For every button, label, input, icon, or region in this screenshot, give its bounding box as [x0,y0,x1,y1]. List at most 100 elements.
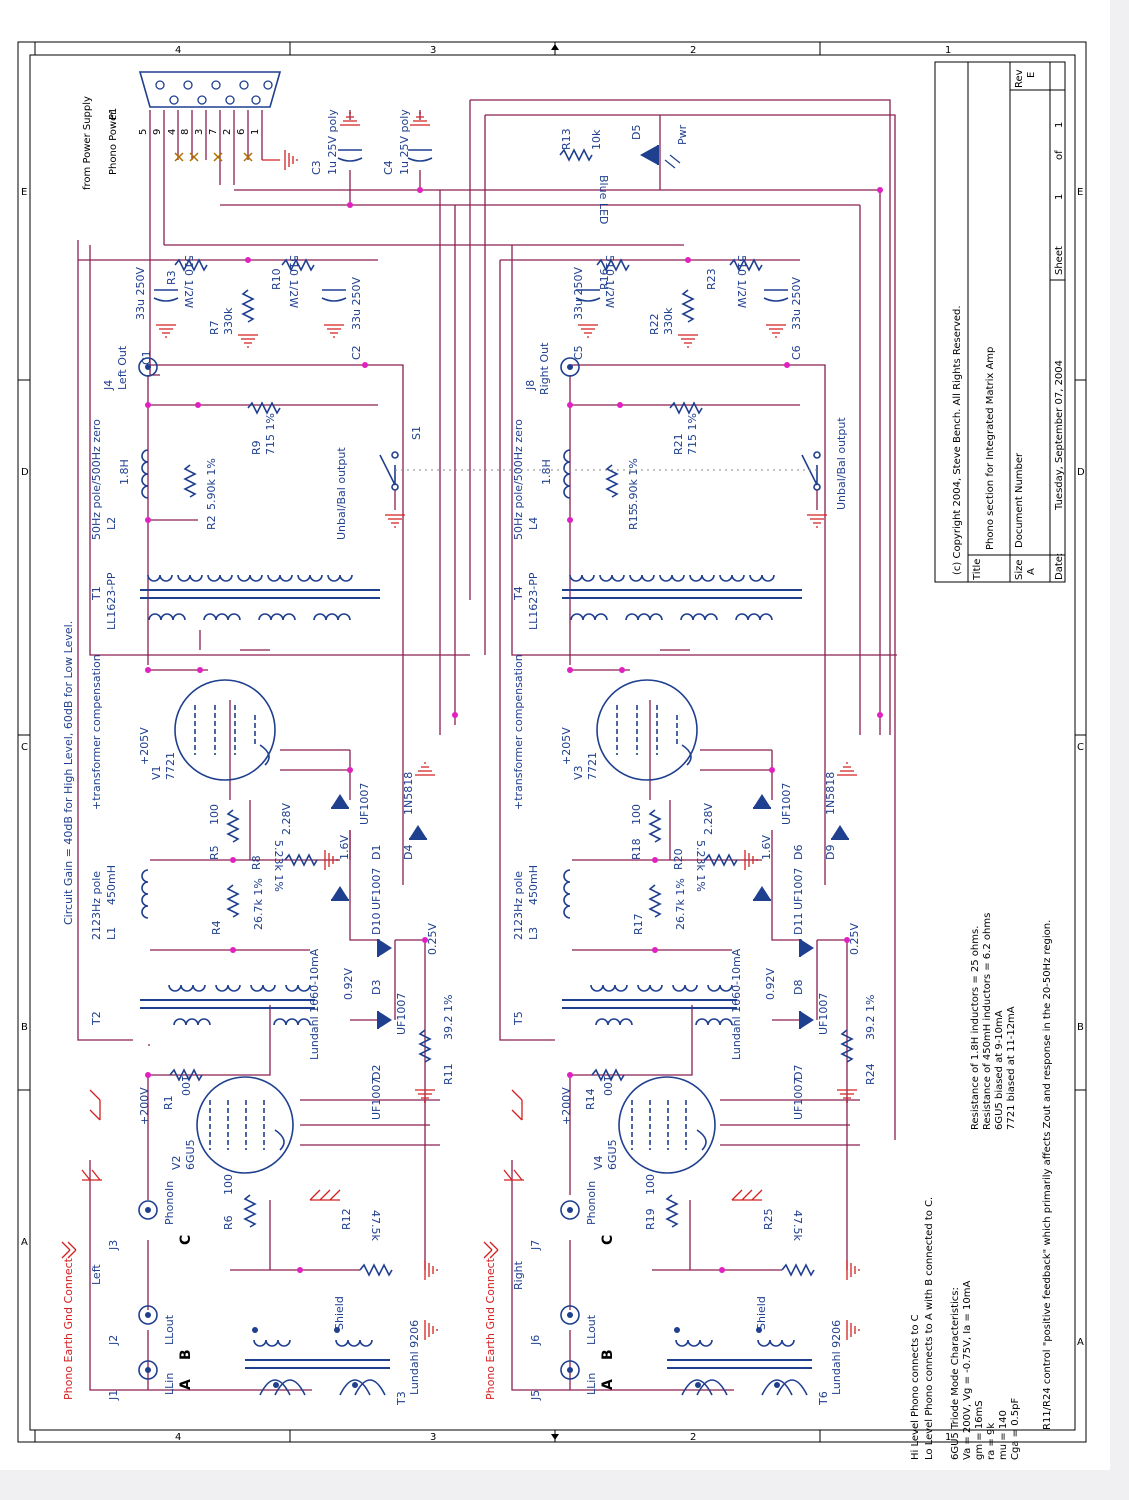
d4-value: 1N5818 [402,772,415,815]
j6-name: LLout [585,1314,598,1345]
d5-value: Blue LED [597,175,610,224]
transformer-t2: T2 Lundahl 1660-10mA [90,948,321,1060]
v4-ref: V4 [592,1155,605,1170]
c6-ref: C6 [790,345,803,360]
p1-pin-1: 1 [250,129,261,135]
t4-ref: T4 [512,586,525,601]
inner-border [29,54,1076,1431]
of-label: of [1054,150,1065,160]
l4-ref: L4 [527,517,540,530]
r21-value: 715 1% [686,413,699,455]
p1-from: from Power Supply [82,96,93,190]
note-mode-cga: Cga = 0.5pF [1010,1398,1021,1460]
t6-ref: T6 [817,1391,830,1406]
docnum-label: Document Number [1014,452,1025,548]
row-label-e: E [21,187,27,198]
date-value: Tuesday, September 07, 2004 [1054,360,1065,511]
row-label-d-r: D [1077,467,1085,478]
t5-value: Lundahl 1660-10mA [730,948,743,1060]
v4-supply: +200V [560,1087,573,1125]
r23-ref: R23 [705,268,718,290]
left-v025: 0.25V [426,923,439,955]
col-label-2: 2 [690,45,696,56]
r10-value: 510 1/2W [287,255,300,308]
connector-p1: P1 Phono Power from Power Supply 5 9 4 8… [82,71,298,375]
r6-ref: R6 [222,1215,235,1230]
v3-value: 7721 [586,752,599,780]
p1-name: Phono Power [108,110,119,175]
note-res-450: Resistance of 450mH inductors = 6.2 ohms [982,913,993,1130]
row-label-c-r: C [1077,742,1084,753]
row-label-c: C [21,742,28,753]
r16-value: 510 1/2W [603,255,616,308]
note-lo-level: Lo Level Phono connects to A with B conn… [924,1197,935,1460]
j6-ref: J6 [529,1335,542,1346]
t4-value: LL1623-PP [527,572,540,630]
v2-value: 6GU5 [184,1139,197,1170]
t3-value: Lundahl 9206 [408,1320,421,1395]
note-bias-7721: 7721 biased at 11-12mA [1006,1006,1017,1130]
c5-value: 33u 250V [572,267,585,320]
gain-note: Circuit Gain = 40dB for High Level, 60dB… [62,621,75,925]
d9-value: 1N5818 [824,772,837,815]
l4-note: 50Hz pole/500Hz zero [512,419,525,540]
r5-ref: R5 [208,845,221,860]
tube-v1: +205V V1 7721 [138,679,276,781]
outer-border [17,41,1087,1443]
r8-value: 5.23k 1% [272,840,285,892]
r15-ref: R15 [627,508,640,530]
right-label: Right [512,1260,525,1290]
d2-ref: D2 [370,1065,383,1080]
resistor-r13: R13 10k [559,128,603,161]
d2-value: UF1007 [370,1078,383,1120]
right-s-note: Unbal/Bal output [835,417,848,510]
r1-value: 100 [179,1075,192,1096]
v2-ref: V2 [170,1155,183,1170]
l2-ref: L2 [105,517,118,530]
row-label-a: A [21,1237,28,1248]
title: Phono section for Integrated Matrix Amp [985,347,996,550]
v1-ref: V1 [150,765,163,780]
col-label-3b: 3 [430,1432,436,1443]
d7-ref: D7 [792,1065,805,1080]
r24-value: 39.2 1% [864,995,877,1040]
j2-name: LLout [163,1314,176,1345]
r14-value: 100 [601,1075,614,1096]
j7-letter: C [600,1235,616,1245]
j1-letter: A [178,1379,194,1390]
d5-name: Pwr [676,124,689,145]
left-v228: 2.28V [280,803,293,835]
left-earth: Phono Earth Gnd Connect [62,1257,75,1400]
note-mode-title: 6GU5 Triode Mode Characteristics: [950,1287,961,1460]
d8-value: UF1007 [817,993,830,1035]
j6-letter: B [600,1349,616,1360]
left-v092: 0.92V [342,968,355,1000]
schematic: 4 3 2 1 4 3 2 1 A B C D E A B C D E (c) … [17,41,1087,1460]
p1-pin-6: 6 [236,129,247,135]
r5-value: 100 [208,804,221,825]
j8-ref: J8 [524,380,537,391]
right-v092: 0.92V [764,968,777,1000]
r19-ref: R19 [644,1208,657,1230]
r7-value: 330k [222,307,235,335]
left-comp-note: +transformer compensation [90,654,103,810]
row-label-a-r: A [1077,1337,1084,1348]
sheet-total: 1 [1054,122,1065,128]
left-channel: 510 1/2W R3 R10 510 1/2W 33u 250V C1 33u… [61,240,470,1406]
r23-value: 510 1/2W [735,255,748,308]
l2-note: 50Hz pole/500Hz zero [90,419,103,540]
d7-value: UF1007 [792,1078,805,1120]
j5-letter: A [600,1379,616,1390]
j4-ref: J4 [102,380,115,391]
l2-value: 1.8H [118,459,131,485]
v1-value: 7721 [164,752,177,780]
r7-ref: R7 [208,320,221,335]
tube-v2: +200V V2 6GU5 [138,1076,294,1174]
p1-ref: P1 [108,108,119,120]
c2-value: 33u 250V [350,277,363,330]
sheet-number: 1 [1054,194,1065,200]
center-arrows [551,44,559,1440]
r16-ref: R16 [598,268,611,290]
j3-letter: C [178,1235,194,1245]
r25-value: 47.5k [791,1210,804,1241]
